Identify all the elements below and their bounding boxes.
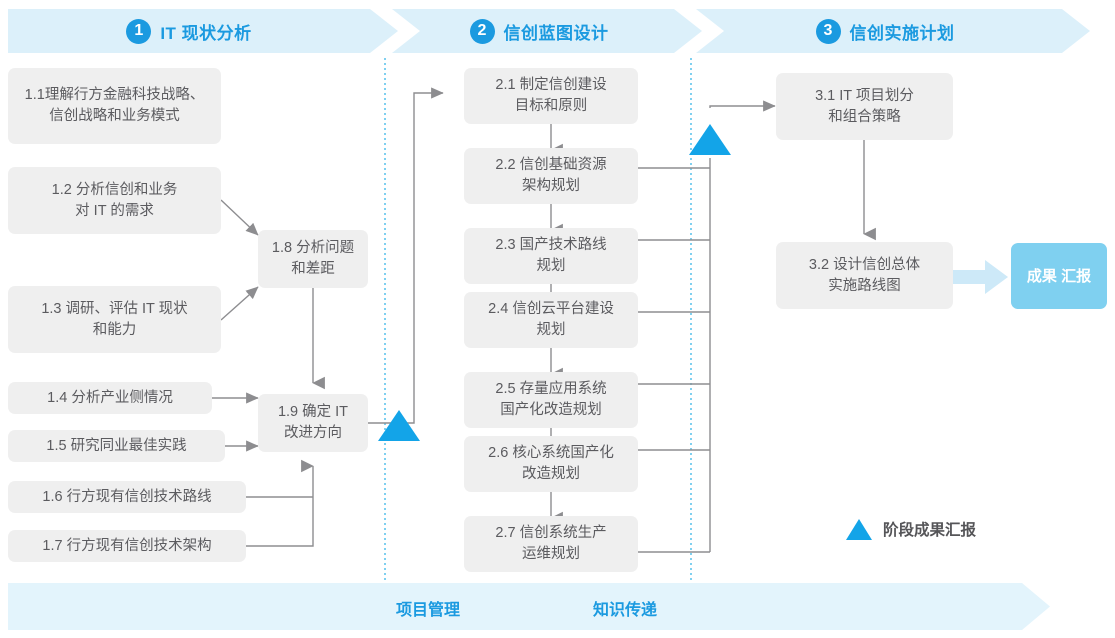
task-box-2-7[interactable]: 2.7 信创系统生产 运维规划 (464, 516, 638, 572)
task-1-3-line1: 1.3 调研、评估 IT 现状 (41, 300, 188, 317)
stage-report-triangle-1 (378, 410, 420, 441)
task-2-4-line1: 2.4 信创云平台建设 (488, 301, 614, 317)
task-2-1-line2: 目标和原则 (514, 98, 588, 114)
task-box-1-5[interactable]: 1.5 研究同业最佳实践 (8, 430, 225, 462)
task-2-2-line1: 2.2 信创基础资源 (495, 157, 607, 173)
phase-3-number: 3 (815, 18, 841, 44)
task-1-8-line1: 1.8 分析问题 (271, 240, 355, 256)
task-2-2-line2: 架构规划 (522, 178, 580, 194)
task-1-9-line1: 1.9 确定 IT (277, 404, 349, 420)
task-2-5-line1: 2.5 存量应用系统 (495, 381, 607, 397)
legend: 阶段成果汇报 (846, 518, 976, 540)
result-report-box[interactable]: 成果 汇报 (1011, 243, 1107, 309)
task-box-1-8[interactable]: 1.8 分析问题 和差距 (258, 230, 368, 288)
task-2-1-line1: 2.1 制定信创建设 (495, 77, 607, 93)
result-arrow-icon (951, 260, 1008, 294)
task-box-2-5[interactable]: 2.5 存量应用系统 国产化改造规划 (464, 372, 638, 428)
task-box-1-2[interactable]: 1.2 分析信创和业务 对 IT 的需求 (8, 167, 221, 234)
phase-header-1[interactable]: 1 IT 现状分析 (8, 9, 398, 53)
task-3-2-line1: 3.2 设计信创总体 (808, 256, 921, 273)
phase-1-number: 1 (126, 18, 152, 44)
phase-2-number: 2 (469, 18, 495, 44)
phase-header-2[interactable]: 2 信创蓝图设计 (392, 9, 702, 53)
phase-3-label: 信创实施计划 (849, 23, 955, 43)
task-box-1-7[interactable]: 1.7 行方现有信创技术架构 (8, 530, 246, 562)
task-box-2-3[interactable]: 2.3 国产技术路线 规划 (464, 228, 638, 284)
task-2-6-line2: 改造规划 (522, 466, 580, 482)
task-1-6-line1: 1.6 行方现有信创技术路线 (42, 488, 212, 505)
result-line1: 成果 (1026, 267, 1057, 285)
task-1-4-line1: 1.4 分析产业侧情况 (47, 389, 173, 406)
bottom-label-knowledge-transfer: 知识传递 (593, 602, 658, 619)
task-box-1-9[interactable]: 1.9 确定 IT 改进方向 (258, 394, 368, 452)
task-1-2-line2: 对 IT 的需求 (75, 202, 154, 219)
task-1-9-line2: 改进方向 (283, 425, 342, 441)
task-3-2-line2: 实施路线图 (828, 277, 901, 294)
task-1-1-line1: 1.1理解行方金融科技战略、 (24, 87, 205, 103)
task-3-1-line1: 3.1 IT 项目划分 (815, 87, 914, 104)
task-box-2-4[interactable]: 2.4 信创云平台建设 规划 (464, 292, 638, 348)
task-box-3-1[interactable]: 3.1 IT 项目划分 和组合策略 (776, 73, 953, 140)
task-2-7-line1: 2.7 信创系统生产 (495, 525, 607, 541)
task-2-6-line1: 2.6 核心系统国产化 (488, 445, 614, 461)
task-box-1-4[interactable]: 1.4 分析产业侧情况 (8, 382, 212, 414)
task-2-3-line1: 2.3 国产技术路线 (495, 237, 607, 253)
phase-header-3[interactable]: 3 信创实施计划 (696, 9, 1090, 53)
stage-report-triangle-icon (846, 518, 872, 540)
phase-1-label: IT 现状分析 (160, 23, 252, 43)
stage-report-triangle-2 (689, 124, 731, 155)
bottom-band (8, 583, 1050, 630)
legend-label: 阶段成果汇报 (883, 522, 977, 539)
task-1-5-line1: 1.5 研究同业最佳实践 (46, 437, 187, 454)
bottom-label-project-management: 项目管理 (396, 602, 461, 619)
task-2-4-line2: 规划 (536, 322, 566, 338)
task-2-3-line2: 规划 (536, 258, 566, 274)
task-box-2-2[interactable]: 2.2 信创基础资源 架构规划 (464, 148, 638, 204)
task-1-1-line2: 信创战略和业务模式 (49, 108, 180, 124)
task-1-7-line1: 1.7 行方现有信创技术架构 (42, 537, 212, 554)
task-box-2-1[interactable]: 2.1 制定信创建设 目标和原则 (464, 68, 638, 124)
phase-2-label: 信创蓝图设计 (503, 23, 609, 43)
task-2-5-line2: 国产化改造规划 (500, 402, 602, 418)
task-box-1-6[interactable]: 1.6 行方现有信创技术路线 (8, 481, 246, 513)
result-line2: 汇报 (1061, 267, 1092, 285)
task-1-2-line1: 1.2 分析信创和业务 (51, 181, 178, 198)
task-box-1-3[interactable]: 1.3 调研、评估 IT 现状 和能力 (8, 286, 221, 353)
task-1-3-line2: 和能力 (92, 321, 137, 338)
task-2-7-line2: 运维规划 (522, 546, 580, 562)
task-3-1-line2: 和组合策略 (828, 108, 901, 125)
task-box-2-6[interactable]: 2.6 核心系统国产化 改造规划 (464, 436, 638, 492)
task-box-3-2[interactable]: 3.2 设计信创总体 实施路线图 (776, 242, 953, 309)
task-1-8-line2: 和差距 (291, 261, 335, 277)
task-box-1-1[interactable]: 1.1理解行方金融科技战略、 信创战略和业务模式 (8, 68, 221, 144)
